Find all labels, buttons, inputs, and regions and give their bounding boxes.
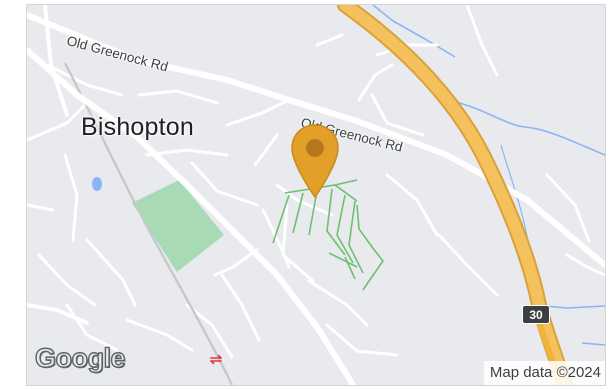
map-view[interactable]: Old Greenock Rd Bishopton Old Greenock R… <box>26 4 606 386</box>
main-roads <box>27 5 605 385</box>
rail-station-icon[interactable]: ⇌ <box>209 351 223 368</box>
route-shield: 30 <box>523 306 549 323</box>
google-logo[interactable]: Google <box>34 342 126 373</box>
railway <box>63 62 234 385</box>
stream <box>450 100 605 156</box>
development-paths <box>272 179 384 291</box>
town-label: Bishopton <box>81 113 194 141</box>
stream <box>372 5 456 58</box>
location-pin-icon[interactable] <box>290 123 340 199</box>
map-attribution[interactable]: Map data ©2024 <box>483 361 605 385</box>
map-canvas <box>27 5 605 385</box>
minor-streets <box>27 5 605 359</box>
motorway <box>339 5 571 385</box>
park-area <box>132 180 224 272</box>
pond <box>92 177 102 191</box>
